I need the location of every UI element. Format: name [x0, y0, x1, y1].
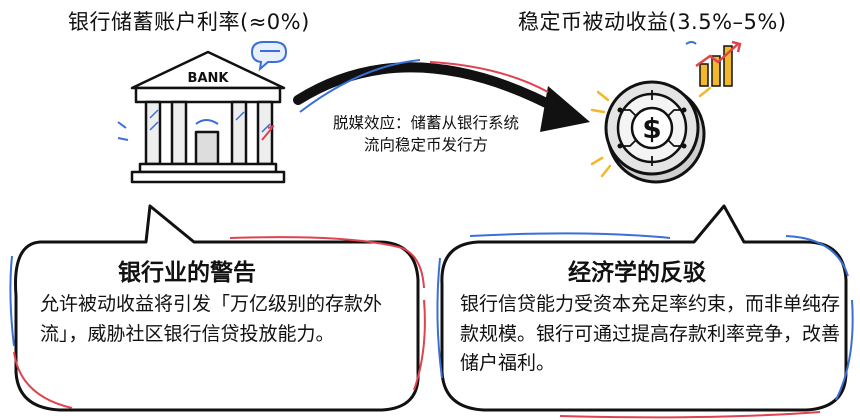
coin-symbol: $ [642, 112, 661, 145]
bank-icon [130, 50, 286, 184]
coin-icon [604, 80, 706, 184]
bank-rate-title: 银行储蓄账户利率(≈0%) [68, 10, 310, 34]
chat-bubble-icon [250, 41, 288, 72]
bank-accent-mark-blue [117, 121, 129, 141]
sparkle-marks [590, 86, 712, 178]
bank-accent-mark [261, 125, 275, 141]
arrow-caption: 脱媒效应：储蓄从银行系统流向稳定币发行方 [332, 114, 519, 154]
flow-arrow [293, 59, 590, 132]
bank-warning-text: 允许被动收益将引发「万亿级别的存款外流」，威胁社区银行信贷投放能力。 [40, 293, 383, 345]
growth-chart-icon [695, 40, 742, 87]
economics-rebuttal-text: 银行信贷能力受资本充足率约束，而非单纯存款规模。银行可通过提高存款利率竞争，改善… [460, 293, 841, 374]
stablecoin-yield-title: 稳定币被动收益(3.5%–5%) [518, 10, 787, 34]
right-speech-bubble-shape [436, 204, 854, 419]
bank-warning-heading: 银行业的警告 [118, 260, 256, 286]
bank-sign: BANK [188, 71, 230, 86]
economics-rebuttal-heading: 经济学的反驳 [568, 260, 706, 286]
coin-accent-mark [685, 41, 697, 45]
left-speech-bubble-shape [9, 204, 426, 412]
